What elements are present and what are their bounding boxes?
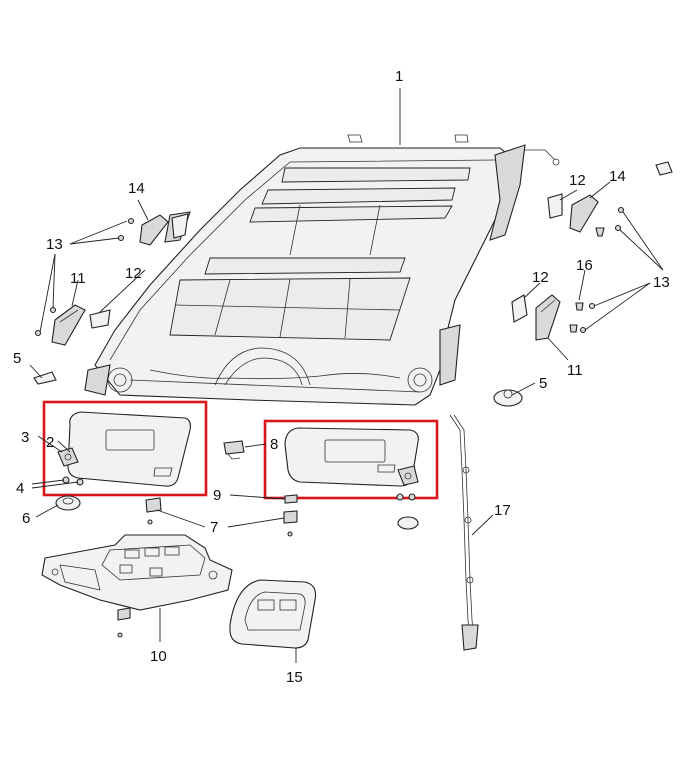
bumper-part-6	[55, 495, 419, 530]
callout-2: 2	[46, 434, 54, 451]
callout-4: 4	[16, 480, 24, 497]
callout-14-left: 14	[128, 180, 145, 197]
grab-handle-right-part-11	[535, 294, 561, 341]
callout-14-right: 14	[609, 168, 626, 185]
bezel-left-part-12	[89, 309, 111, 329]
bracket-top-right	[347, 134, 469, 143]
clip-part-8	[223, 440, 245, 460]
headliner-assembly	[84, 144, 560, 406]
callout-15: 15	[286, 669, 303, 686]
callout-7: 7	[210, 519, 218, 536]
sun-visor-left	[57, 411, 191, 487]
highlight-box-right-visor	[263, 419, 439, 500]
dome-lamp-part-15	[229, 579, 317, 649]
garment-hook-left-part-14	[139, 213, 189, 246]
pushpin-top-right	[655, 161, 673, 176]
sun-visor-right	[284, 427, 419, 487]
bracket-part-9	[284, 494, 298, 504]
bezel-right-part-12b	[511, 294, 528, 323]
callout-10: 10	[150, 648, 167, 665]
callout-11-left: 11	[70, 270, 86, 287]
callout-8: 8	[270, 436, 278, 453]
callout-5-right: 5	[539, 375, 547, 392]
callout-3: 3	[21, 429, 29, 446]
callout-labels: 1 2 3 4 5 5 6 7 8 9 10 11 11 12 12 12 13…	[13, 68, 670, 686]
callout-1: 1	[395, 68, 403, 85]
callout-17: 17	[494, 502, 511, 519]
callout-12-left: 12	[125, 265, 142, 282]
callout-13-left: 13	[46, 236, 63, 253]
garment-hook-right-part-14	[569, 194, 599, 233]
highlight-box-left-visor	[42, 400, 208, 497]
clips-part-4	[62, 476, 416, 501]
callout-9: 9	[213, 487, 221, 504]
callout-16: 16	[576, 257, 593, 274]
pushpin-part-5	[33, 371, 523, 407]
leader-lines	[29, 88, 664, 663]
screws-part-13	[34, 206, 625, 337]
callout-11-right: 11	[567, 362, 583, 379]
bolt-part-16	[569, 227, 605, 333]
callout-12-right-mid: 12	[532, 269, 549, 286]
callout-5-left: 5	[13, 350, 21, 367]
grab-handle-left-part-11	[51, 304, 86, 346]
overhead-console-part-10	[41, 534, 233, 638]
callout-12-right-top: 12	[569, 172, 586, 189]
bezel-right-part-12a	[547, 193, 563, 219]
wire-harness-part-17	[449, 414, 479, 651]
callout-6: 6	[22, 510, 30, 527]
callout-13-right: 13	[653, 274, 670, 291]
bracket-part-7	[145, 497, 298, 537]
